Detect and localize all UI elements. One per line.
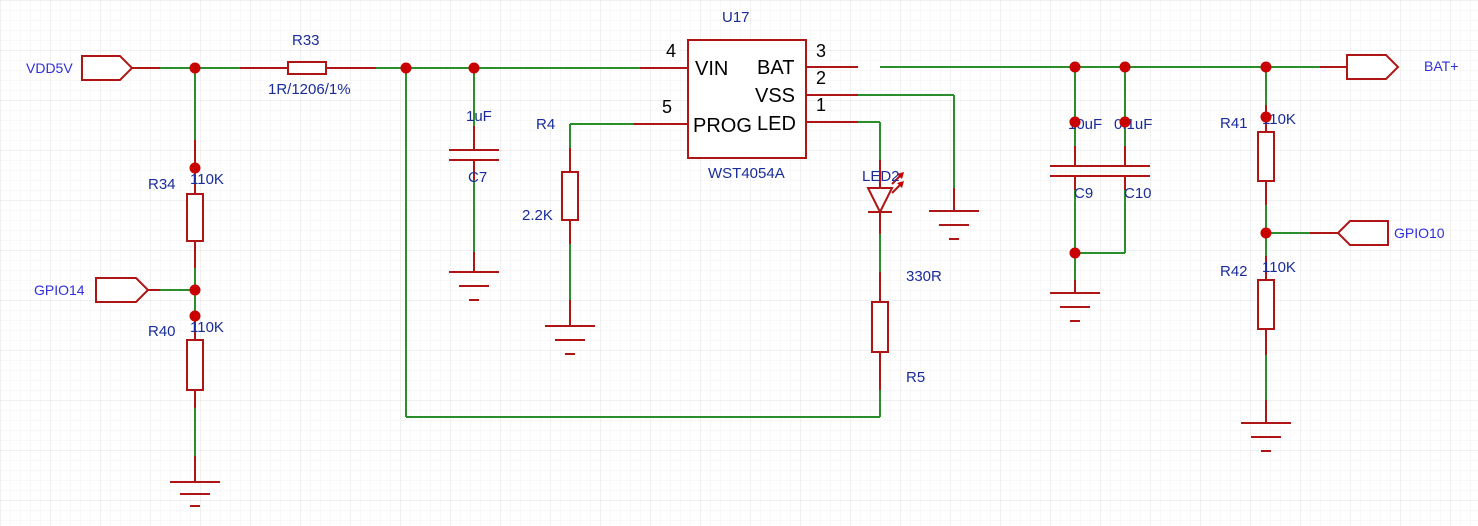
r33-value: 1R/1206/1% [268,81,351,98]
junction-dot [189,284,201,296]
r5-value: 330R [906,268,942,285]
net-label-bat: BAT+ [1424,58,1458,74]
pin-name-bat: BAT [757,57,794,79]
r34-value: 110K [190,171,224,188]
pin-num-prog: 5 [662,97,672,117]
junction-dot [189,162,201,174]
wires [160,66,1320,456]
pin-num-bat: 3 [816,41,826,61]
r34-ref: R34 [148,176,176,193]
junction-dot [1069,247,1081,259]
r4-value: 2.2K [522,207,553,224]
led-led2[interactable]: LED2 [862,168,904,215]
ground-symbol-c9 [1050,280,1100,322]
resistor-r34[interactable]: R34 110K [148,171,224,242]
resistor-r5[interactable]: 330R R5 [871,268,942,386]
ground-symbol-vss [929,188,979,240]
net-flag-gpio14[interactable]: GPIO14 [34,277,150,303]
junction-dot [468,62,480,74]
pin-name-prog: PROG [693,115,752,137]
pin-num-vss: 2 [816,68,826,88]
net-flag-gpio10[interactable]: GPIO10 [1336,220,1445,246]
junction-dot [1069,116,1081,128]
junction-dot [1260,227,1272,239]
c10-value: 0.1uF [1114,116,1152,133]
net-flag-bat[interactable]: BAT+ [1346,54,1458,80]
ic-ref: U17 [722,9,750,26]
r42-ref: R42 [1220,263,1248,280]
pin-name-led: LED [757,113,796,135]
junction-dot [1260,111,1272,123]
resistor-r4[interactable]: R4 2.2K [522,116,579,224]
r41-ref: R41 [1220,115,1248,132]
pin-name-vin: VIN [695,58,728,80]
junctions [189,61,1272,322]
resistor-r33[interactable]: R33 1R/1206/1% [268,32,351,98]
r33-ref: R33 [292,32,320,49]
capacitor-c7[interactable]: 1uF C7 [449,108,499,186]
ic-u17[interactable]: U17 WST4054A 4 VIN 5 PROG 3 BAT 2 VSS 1 … [662,9,826,182]
ground-symbol-r42 [1241,400,1291,452]
resistor-r42[interactable]: R42 110K [1220,259,1296,330]
c10-ref: C10 [1124,185,1152,202]
pin-num-vin: 4 [666,41,676,61]
junction-dot [189,310,201,322]
junction-dot [1119,61,1131,73]
junction-dot [1260,61,1272,73]
r40-value: 110K [190,319,224,336]
pin-num-led: 1 [816,95,826,115]
junction-dot [400,62,412,74]
pin-name-vss: VSS [755,85,795,107]
net-label-vdd5v: VDD5V [26,60,73,76]
led2-ref: LED2 [862,168,900,185]
junction-dot [1119,116,1131,128]
ground-symbol-r40 [170,456,220,507]
c7-ref: C7 [468,169,487,186]
net-label-gpio10: GPIO10 [1394,225,1445,241]
junction-dot [1069,61,1081,73]
ground-symbol-c7 [449,252,499,301]
c7-value: 1uF [466,108,492,125]
pin-stubs [132,66,1347,408]
ic-part: WST4054A [708,165,785,182]
junction-dot [189,62,201,74]
c9-ref: C9 [1074,185,1093,202]
r40-ref: R40 [148,323,176,340]
r42-value: 110K [1262,259,1296,276]
net-label-gpio14: GPIO14 [34,282,85,298]
r5-ref: R5 [906,369,925,386]
ground-symbol-r4 [545,300,595,355]
net-flag-vdd5v[interactable]: VDD5V [26,55,134,81]
r4-ref: R4 [536,116,555,133]
resistor-r40[interactable]: R40 110K [148,319,224,391]
